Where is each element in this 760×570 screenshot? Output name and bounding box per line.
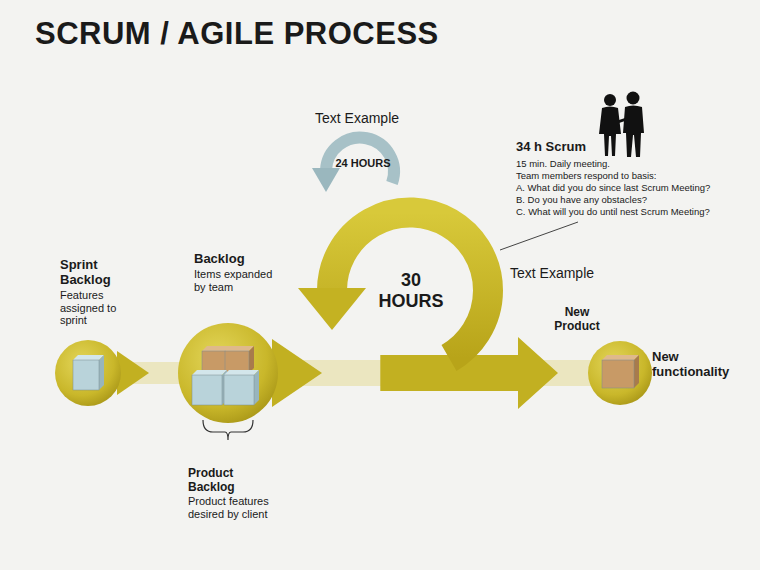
people-silhouette xyxy=(599,92,644,158)
scrum-note: C. What will you do until nest Scrum Mee… xyxy=(516,207,710,218)
small-loop-arrow xyxy=(326,138,394,183)
loop-arrowhead xyxy=(298,288,366,330)
scrum-note: B. Do you have any obstacles? xyxy=(516,195,647,206)
scrum-heading: 34 h Scrum xyxy=(516,140,586,155)
flow-arrow xyxy=(117,351,180,395)
process-circle xyxy=(53,338,123,408)
leader-line xyxy=(500,222,578,250)
text-example: Text Example xyxy=(510,265,594,281)
node-heading: Backlog xyxy=(194,252,284,267)
product-backlog-description: Product features desired by client xyxy=(188,495,283,520)
node-description: Items expanded by team xyxy=(194,268,274,293)
process-circle-node: Sprint BacklogFeatures assigned to sprin… xyxy=(50,252,160,412)
node-heading: New Product xyxy=(545,306,609,334)
scrum-note: Team members respond to basis: xyxy=(516,171,656,182)
duration-label: 30 HOURS xyxy=(375,270,447,311)
small-loop-arrowhead xyxy=(312,168,340,192)
flow-arrow xyxy=(272,337,590,409)
text-example: Text Example xyxy=(315,110,399,126)
diagram-title: SCRUM / AGILE PROCESS xyxy=(35,16,439,52)
duration-label: 24 HOURS xyxy=(333,157,393,170)
process-circle-node: BacklogItems expanded by team xyxy=(170,248,290,428)
process-circle xyxy=(176,321,280,425)
process-circle xyxy=(586,339,654,407)
node-description: Features assigned to sprint xyxy=(60,289,135,327)
scrum-note: 15 min. Daily meeting. xyxy=(516,159,610,170)
node-description: New functionality xyxy=(652,350,752,380)
product-backlog-heading: Product Backlog xyxy=(188,467,268,495)
loop-arrow xyxy=(332,212,488,358)
process-circle-node: New ProductNew functionality xyxy=(545,306,757,410)
node-heading: Sprint Backlog xyxy=(60,258,145,288)
scrum-note: A. What did you do since last Scrum Meet… xyxy=(516,183,710,194)
